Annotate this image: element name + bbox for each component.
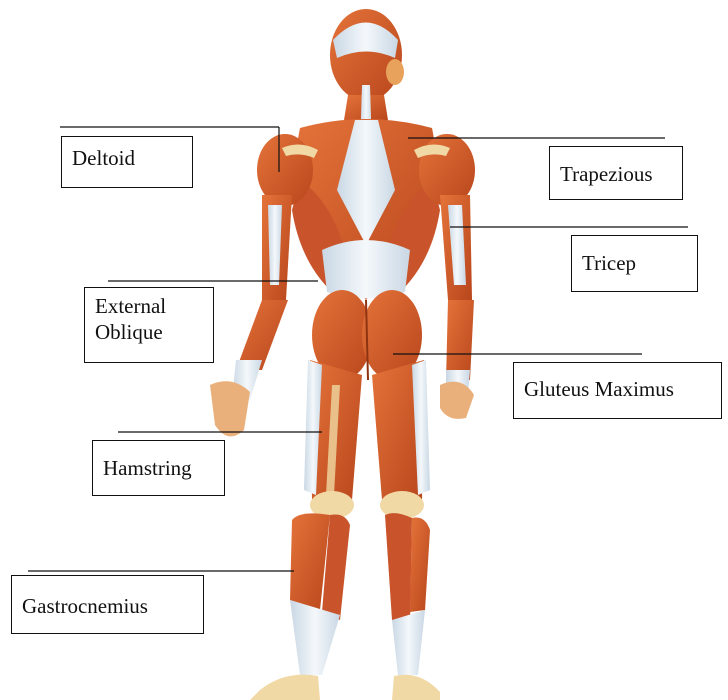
gluteus-maximus-text: Gluteus Maximus — [524, 376, 711, 402]
external-oblique-text-2: Oblique — [95, 319, 203, 345]
tricep-label: Tricep — [571, 235, 698, 292]
external-oblique-label: External Oblique — [84, 287, 214, 363]
trapezious-text: Trapezious — [560, 161, 672, 187]
deltoid-label: Deltoid — [61, 136, 193, 188]
torso — [292, 119, 440, 300]
deltoid-text: Deltoid — [72, 145, 182, 171]
external-oblique-text-1: External — [95, 293, 203, 319]
legs — [250, 360, 440, 700]
hamstring-label: Hamstring — [92, 440, 225, 496]
tricep-text: Tricep — [582, 250, 687, 276]
gluteus-maximus-label: Gluteus Maximus — [513, 362, 722, 419]
gastrocnemius-label: Gastrocnemius — [11, 575, 204, 634]
trapezious-label: Trapezious — [549, 146, 683, 200]
hamstring-text: Hamstring — [103, 455, 214, 481]
gastrocnemius-text: Gastrocnemius — [22, 593, 193, 619]
